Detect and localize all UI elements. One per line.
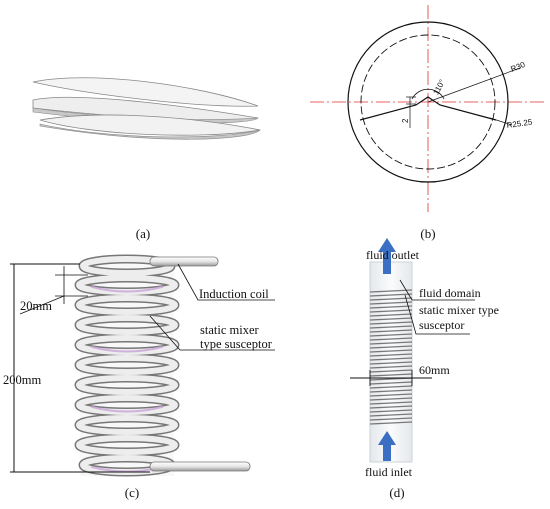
diameter-label: 60mm: [419, 363, 450, 377]
coil-label-leader: [177, 263, 275, 301]
coil-lead-bottom: [149, 461, 251, 472]
pitch-label: 20mm: [20, 299, 52, 313]
domain-label-leader: [399, 279, 475, 301]
angle-label: 110°: [431, 78, 446, 96]
radius-r25-leader: [489, 117, 513, 126]
inlet-arrow: [378, 431, 396, 461]
susceptor-label-leader: [149, 315, 275, 351]
caption-c: (c): [125, 485, 139, 500]
inner-circle: [360, 34, 496, 170]
panel-d-fluid-domain: [350, 238, 475, 463]
susceptor-label-line1: static mixer: [200, 323, 259, 337]
blade-profile: [359, 96, 497, 121]
radius-r30-leader: [427, 67, 521, 103]
height-200-label: 200mm: [3, 373, 41, 387]
caption-a: (a): [136, 226, 150, 241]
panel-a-mixer-blades: [32, 77, 261, 140]
fluid-outlet-label: fluid outlet: [366, 248, 420, 262]
fluid-inlet-label: fluid inlet: [365, 465, 413, 479]
outlet-arrow: [378, 238, 396, 274]
caption-d: (d): [389, 485, 404, 500]
induction-coil-label: Induction coil: [199, 287, 269, 301]
height-label: 2: [401, 118, 410, 123]
susceptor-coil-pattern: [369, 289, 413, 425]
susceptor-d-label-line1: static mixer type: [419, 303, 499, 317]
susceptor-d-label-line2: susceptor: [419, 318, 464, 332]
susceptor-label-line2: type susceptor: [200, 337, 273, 351]
outer-radius-label: R30: [509, 60, 526, 74]
panel-c-coil-assembly: [10, 254, 275, 477]
coil-turns: [74, 254, 180, 477]
angle-arc: [411, 88, 445, 100]
dim-20-label-leader: [19, 295, 65, 315]
inner-radius-label: R25.25: [506, 117, 533, 130]
susceptor-d-label-leader: [404, 294, 470, 335]
panel-b-cross-section: [310, 5, 546, 212]
coil-lead-top: [149, 256, 219, 267]
caption-b: (b): [420, 226, 435, 241]
outer-circle: [347, 21, 509, 183]
fluid-domain-label: fluid domain: [419, 286, 481, 300]
